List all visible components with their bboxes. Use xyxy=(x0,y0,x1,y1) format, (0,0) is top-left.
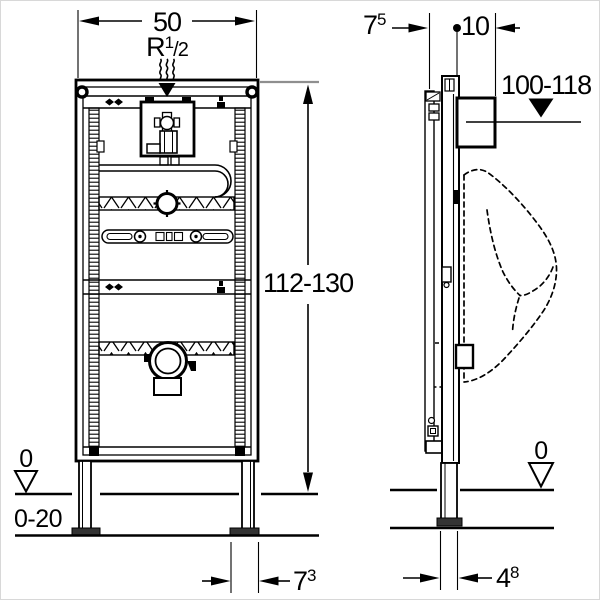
dimension-dot-icon xyxy=(453,24,461,32)
corner-bolt-icon xyxy=(75,85,89,99)
dim-water-inlet: R1/2 xyxy=(146,32,189,62)
dim-front-width: 50 xyxy=(153,7,181,37)
turnbuckle-icon xyxy=(105,98,123,106)
valve-petal xyxy=(173,117,181,128)
urinal-rim-line xyxy=(519,266,554,297)
squiggle xyxy=(171,58,176,81)
arrow-left-icon xyxy=(259,576,279,586)
drain-stub xyxy=(153,377,182,396)
dimensions: 50 R1/2 112-130 0 0-20 73 75 xyxy=(13,7,592,596)
rail-slot-small xyxy=(173,231,184,242)
arrow-right-icon xyxy=(235,16,255,26)
bracket-bolt xyxy=(427,416,436,425)
floor-lines-front xyxy=(15,492,319,537)
wall-bracket xyxy=(428,112,440,121)
dim-floor-adjust-range: 0-20 xyxy=(14,505,62,533)
leg-left xyxy=(78,460,92,530)
rod-foot xyxy=(235,447,245,456)
mounting-lug xyxy=(453,190,460,204)
dim-foot-width: 73 xyxy=(293,566,316,596)
water-flow-icon xyxy=(158,58,176,81)
rail-screw-dot xyxy=(138,234,142,239)
drain-socket-inner xyxy=(154,347,182,375)
rod-foot xyxy=(89,447,99,456)
arrow-left-icon xyxy=(458,573,478,583)
rail-slot xyxy=(202,232,229,241)
fitting-ticks xyxy=(153,190,181,217)
rail-slot-small xyxy=(155,231,165,242)
leg-side xyxy=(440,462,458,520)
urinal-outline xyxy=(463,168,558,383)
foot-plate-right xyxy=(229,527,260,536)
side-view xyxy=(424,75,581,527)
level-marker-open-icon xyxy=(527,462,555,489)
box-tab xyxy=(182,97,191,102)
dim-rail-depth: 75 xyxy=(363,10,386,40)
valve-petal xyxy=(153,117,161,128)
outlet-connector xyxy=(454,343,475,370)
rod-clip xyxy=(229,140,238,153)
arrow-up-icon xyxy=(303,84,313,104)
pin-base xyxy=(217,102,225,108)
level-marker-open-icon xyxy=(13,470,39,494)
leg-right xyxy=(241,460,255,530)
box-tab xyxy=(145,97,154,102)
pin-icon xyxy=(219,281,223,286)
bracket-inner xyxy=(430,428,436,434)
arrow-right-icon xyxy=(408,23,428,33)
floor-lines-side xyxy=(390,488,554,530)
rail-detail xyxy=(441,266,452,283)
urinal-drain-line xyxy=(511,297,520,333)
pipe-bend-inner xyxy=(214,170,229,198)
foot-plate-left xyxy=(71,527,101,536)
dim-floor-zero-front: 0 xyxy=(19,445,32,473)
drain-tab xyxy=(187,361,196,371)
dim-floor-zero-side: 0 xyxy=(534,437,547,465)
squiggle xyxy=(165,58,169,81)
dim-outlet-height: 100-118 xyxy=(501,70,591,100)
pipe-fitting-icon xyxy=(155,192,179,215)
valve-wheel-icon xyxy=(159,115,175,131)
dim-leg-width: 48 xyxy=(496,563,519,593)
arrow-down-icon xyxy=(303,472,313,492)
urinal-bowl-line xyxy=(486,209,521,297)
turnbuckle-icon xyxy=(105,283,123,291)
threaded-rod-left xyxy=(88,107,100,448)
drain-tab xyxy=(144,354,151,362)
front-view xyxy=(71,78,260,536)
arrow-right-icon xyxy=(420,573,440,583)
arrow-left-icon xyxy=(79,16,99,26)
pipe-clip xyxy=(159,156,169,166)
bracket-line xyxy=(426,92,440,101)
foot-plate-side xyxy=(436,517,463,527)
rod-clip xyxy=(96,140,105,153)
wall-plate xyxy=(424,90,435,452)
level-marker-filled-icon xyxy=(528,98,554,118)
arrow-left-icon xyxy=(495,23,515,33)
threaded-rod-right xyxy=(234,107,246,448)
squiggle xyxy=(158,58,163,81)
rail-bolt xyxy=(443,281,450,289)
valve-body xyxy=(159,130,178,154)
corner-bolt-icon xyxy=(245,85,259,99)
pin-icon xyxy=(219,96,223,101)
rail-slot xyxy=(106,232,133,241)
arrow-down-icon xyxy=(158,83,176,97)
pin-base xyxy=(217,287,225,293)
rail-screw-dot xyxy=(194,234,198,239)
dim-install-height: 112-130 xyxy=(263,268,353,298)
dim-rail-gap: 10 xyxy=(461,11,489,41)
pipe-clip xyxy=(170,156,180,166)
arrow-right-icon xyxy=(211,576,231,586)
rail-slot-small xyxy=(165,231,173,242)
valve-elbow xyxy=(146,143,161,154)
wall-bracket xyxy=(428,103,440,112)
